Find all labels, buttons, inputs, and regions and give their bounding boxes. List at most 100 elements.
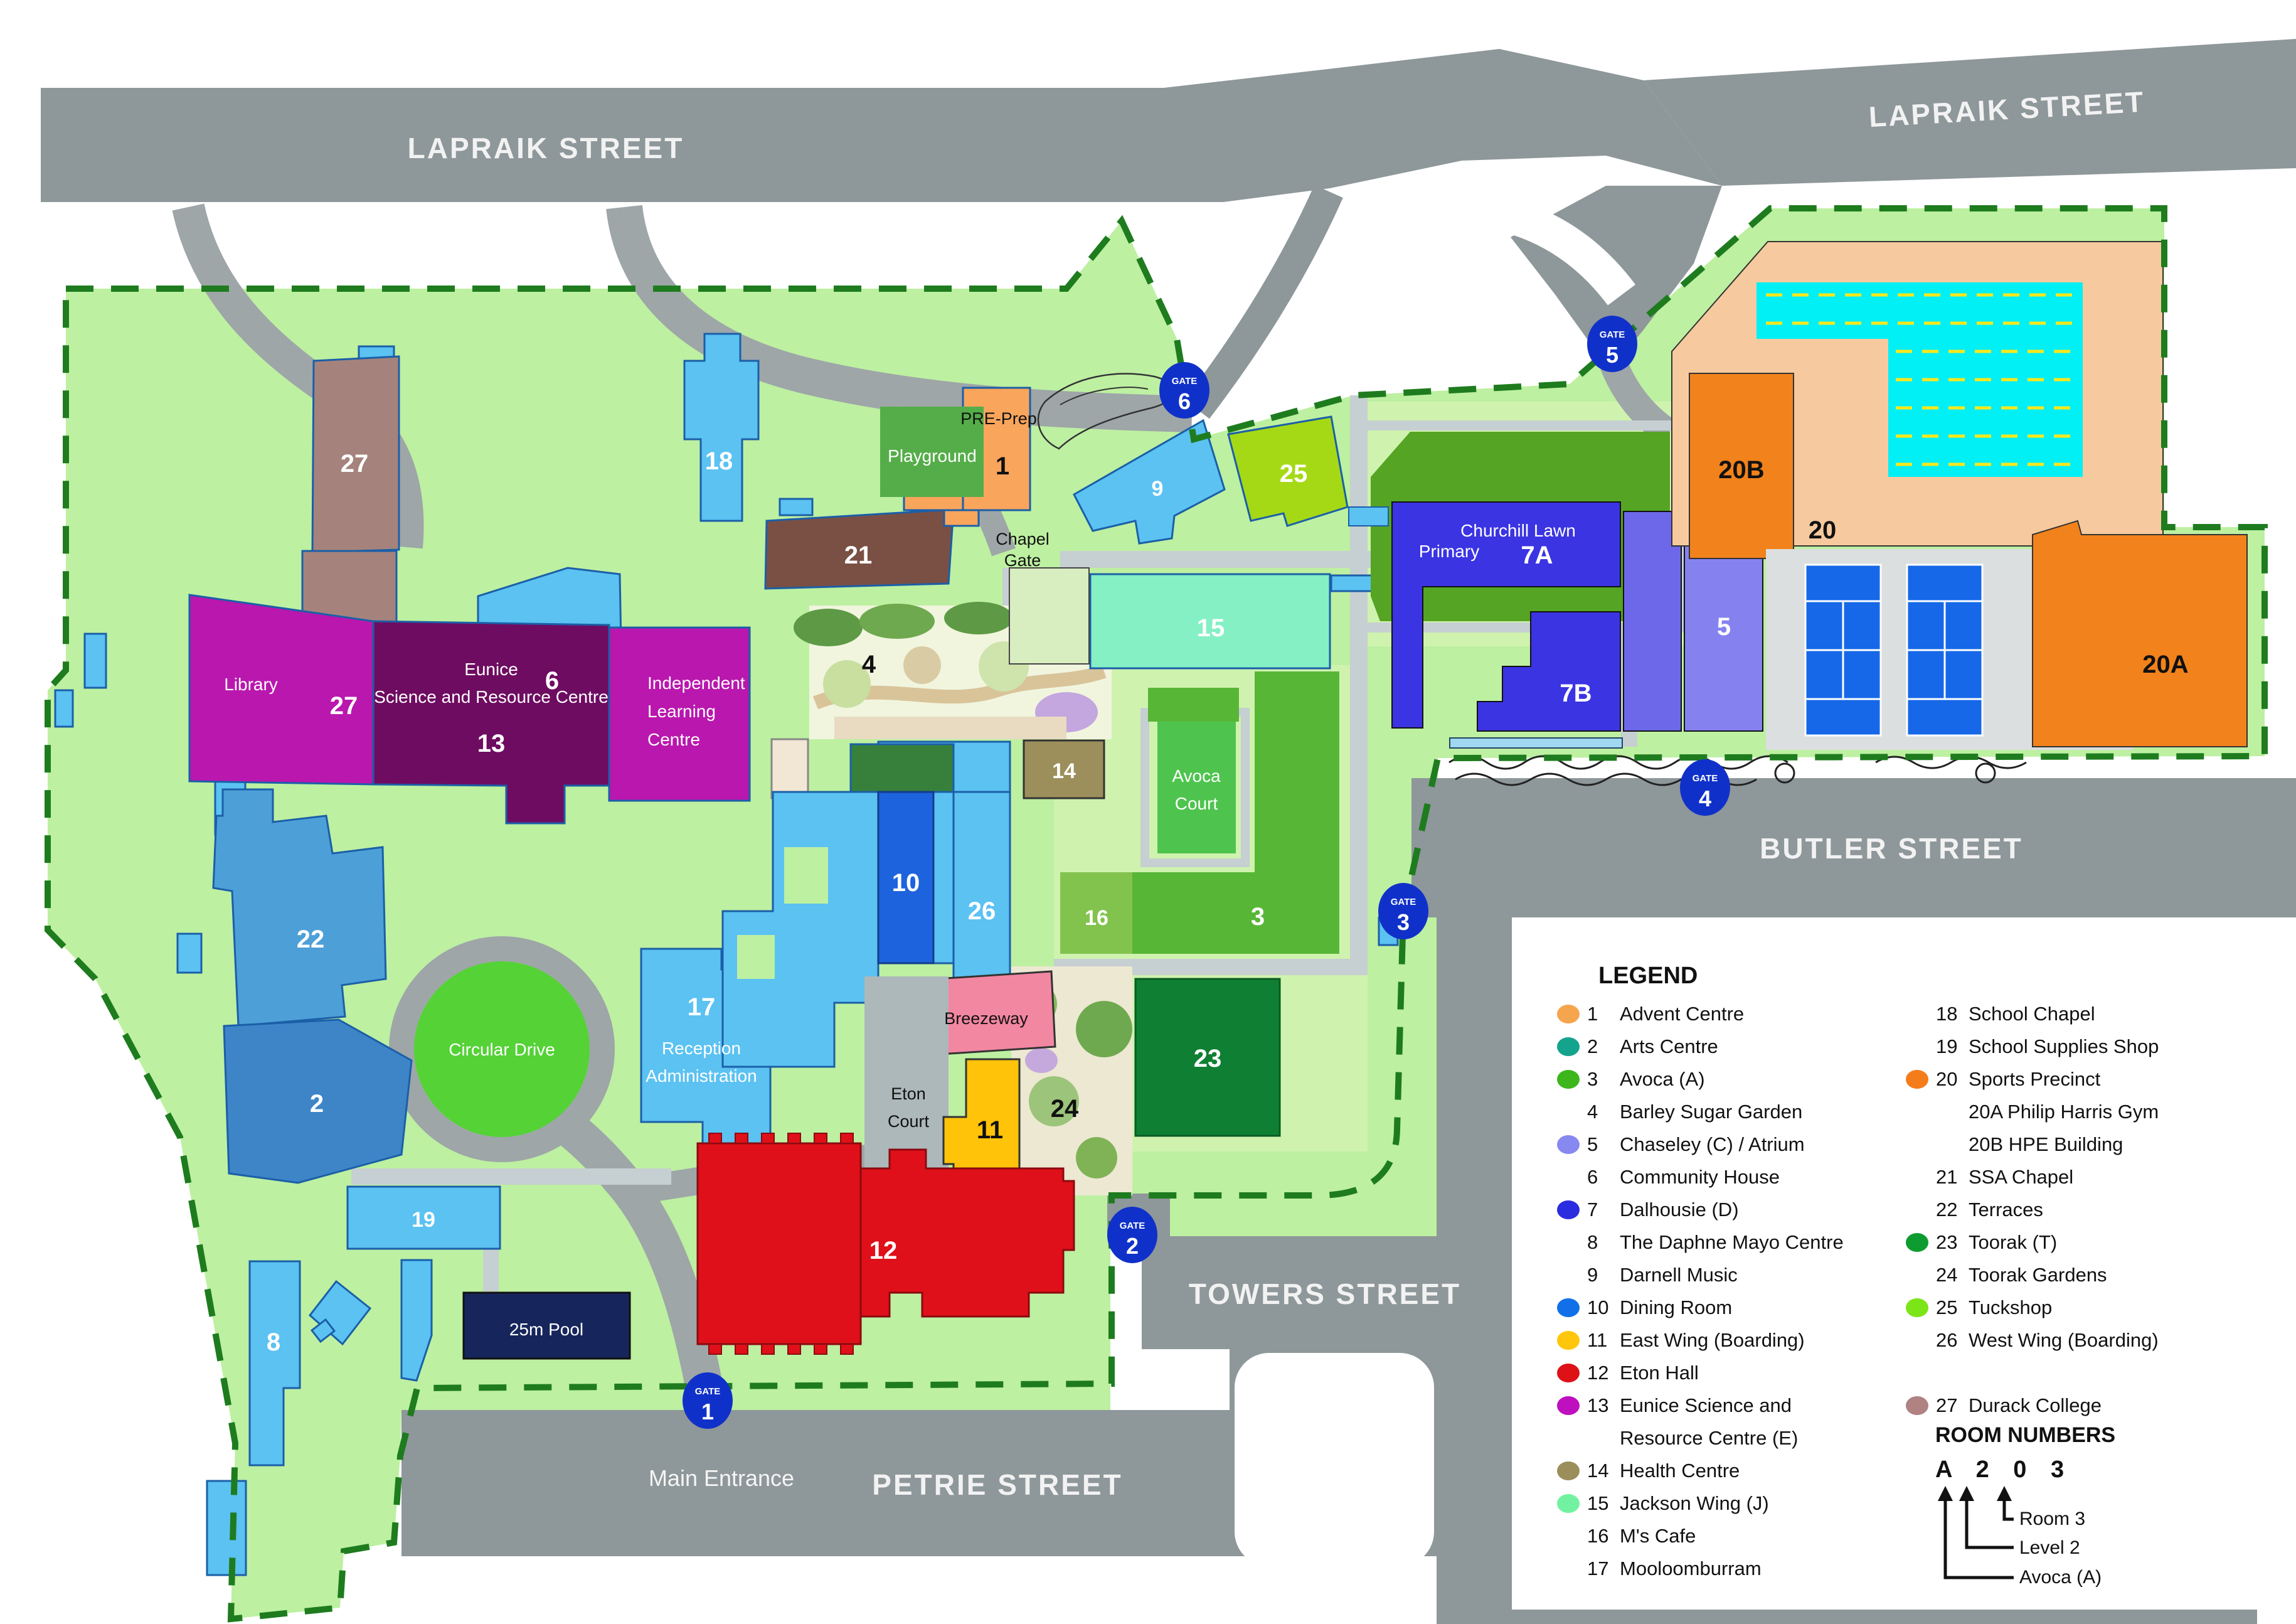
- gate-number: 3: [1397, 909, 1410, 935]
- label-7a: 7A: [1521, 542, 1553, 569]
- boarding-link: [932, 791, 955, 964]
- label-25: 25: [1280, 460, 1308, 488]
- building-14-health-centre: [1023, 739, 1105, 799]
- color-dot: [1906, 1233, 1928, 1252]
- gate-word: GATE: [1693, 773, 1718, 784]
- gate-5-badge: GATE 5: [1587, 316, 1637, 372]
- label-2: 2: [310, 1090, 324, 1118]
- label-playground: Playground: [888, 446, 977, 466]
- gate-word: GATE: [1391, 897, 1416, 907]
- towers-street: [1142, 1236, 1524, 1349]
- building-22-terraces: [212, 788, 387, 1027]
- pool-25m: [462, 1291, 631, 1360]
- label-1: 1: [996, 452, 1009, 480]
- gate-number: 1: [701, 1399, 714, 1424]
- building-19-supplies-shop: [346, 1185, 501, 1250]
- path: [351, 1168, 671, 1185]
- color-dot: [1557, 1135, 1580, 1154]
- label-8: 8: [267, 1328, 280, 1356]
- building-7a-dalhousie: [1391, 501, 1621, 729]
- building-label: Avoca (A): [2019, 1567, 2102, 1588]
- circular-drive-ring: [389, 936, 615, 1162]
- color-dot: [1557, 1037, 1580, 1056]
- tree: [1076, 1137, 1117, 1178]
- hedge: [944, 602, 1013, 634]
- building-18-school-chapel: [683, 333, 760, 522]
- room-numbers-code: A 2 0 3: [1935, 1456, 2073, 1483]
- building-11-east-wing: [942, 1058, 1021, 1190]
- gate-4-badge: GATE 4: [1680, 759, 1730, 816]
- legend-item-20b: 20B HPE Building: [1969, 1133, 2123, 1155]
- label-9: 9: [1152, 477, 1164, 501]
- small-building: [770, 738, 809, 799]
- playground: [880, 407, 984, 497]
- sports-precinct: [1671, 241, 2248, 750]
- color-dot: [1557, 1005, 1580, 1023]
- building-3-avoca-north: [1148, 688, 1239, 722]
- label-20: 20: [1809, 516, 1837, 544]
- green-roof: [849, 743, 955, 793]
- label-21: 21: [844, 542, 873, 569]
- circular-drive-lawn: [414, 961, 590, 1137]
- small-building: [779, 498, 814, 516]
- building-library: [188, 594, 375, 786]
- room-numbers-key: ROOM NUMBERS A 2 0 3 Room 3 Level 2 Avoc…: [1935, 1423, 2287, 1598]
- chapel-gate-label: Chapel: [996, 530, 1050, 548]
- building-7b-dalhousie: [1477, 611, 1621, 732]
- avoca-court-lawn: [1157, 722, 1236, 853]
- swimming-pool: [1757, 282, 2083, 477]
- gate-number: 5: [1606, 342, 1618, 368]
- campus-boundary: [45, 205, 2268, 1623]
- color-dot: [1557, 1396, 1580, 1415]
- building-2-arts-centre: [223, 1018, 413, 1184]
- building-10-dining-room: [877, 791, 935, 964]
- small-building: [310, 1318, 336, 1344]
- label-26: 26: [968, 897, 996, 925]
- small-building: [400, 1259, 433, 1382]
- label-5: 5: [1717, 613, 1731, 641]
- courtyard: [737, 935, 775, 979]
- label-primary: Primary: [1419, 542, 1479, 561]
- small-building: [54, 689, 74, 728]
- building-1-advent-tab: [943, 509, 980, 527]
- label-11: 11: [977, 1116, 1003, 1144]
- courtyard: [784, 847, 828, 904]
- small-building: [83, 633, 107, 689]
- color-dot: [1557, 1364, 1580, 1382]
- label-ilc-3: Centre: [647, 730, 700, 749]
- gate-word: GATE: [695, 1386, 721, 1397]
- flower-bed: [1025, 1048, 1058, 1073]
- label-20b: 20B: [1718, 456, 1764, 484]
- label-19: 19: [412, 1208, 435, 1232]
- building-15-jackson-wing: [1089, 573, 1331, 670]
- building-atrium: [1623, 511, 1682, 732]
- building-16-ms-cafe: [1060, 872, 1132, 954]
- label-eunice-1: Eunice: [464, 660, 518, 679]
- tree: [1029, 1076, 1079, 1126]
- tree: [1076, 1001, 1132, 1057]
- label-10: 10: [892, 869, 920, 897]
- label-pre-prep: PRE-Prep: [960, 409, 1037, 428]
- label-23: 23: [1194, 1045, 1222, 1072]
- building-3-avoca-south: [1132, 872, 1339, 954]
- color-dot: [1557, 1461, 1580, 1480]
- label-administration: Administration: [646, 1066, 757, 1086]
- building-ilc: [608, 626, 751, 802]
- label-22: 22: [297, 926, 325, 953]
- chapel-gate-label: Gate: [1004, 551, 1041, 570]
